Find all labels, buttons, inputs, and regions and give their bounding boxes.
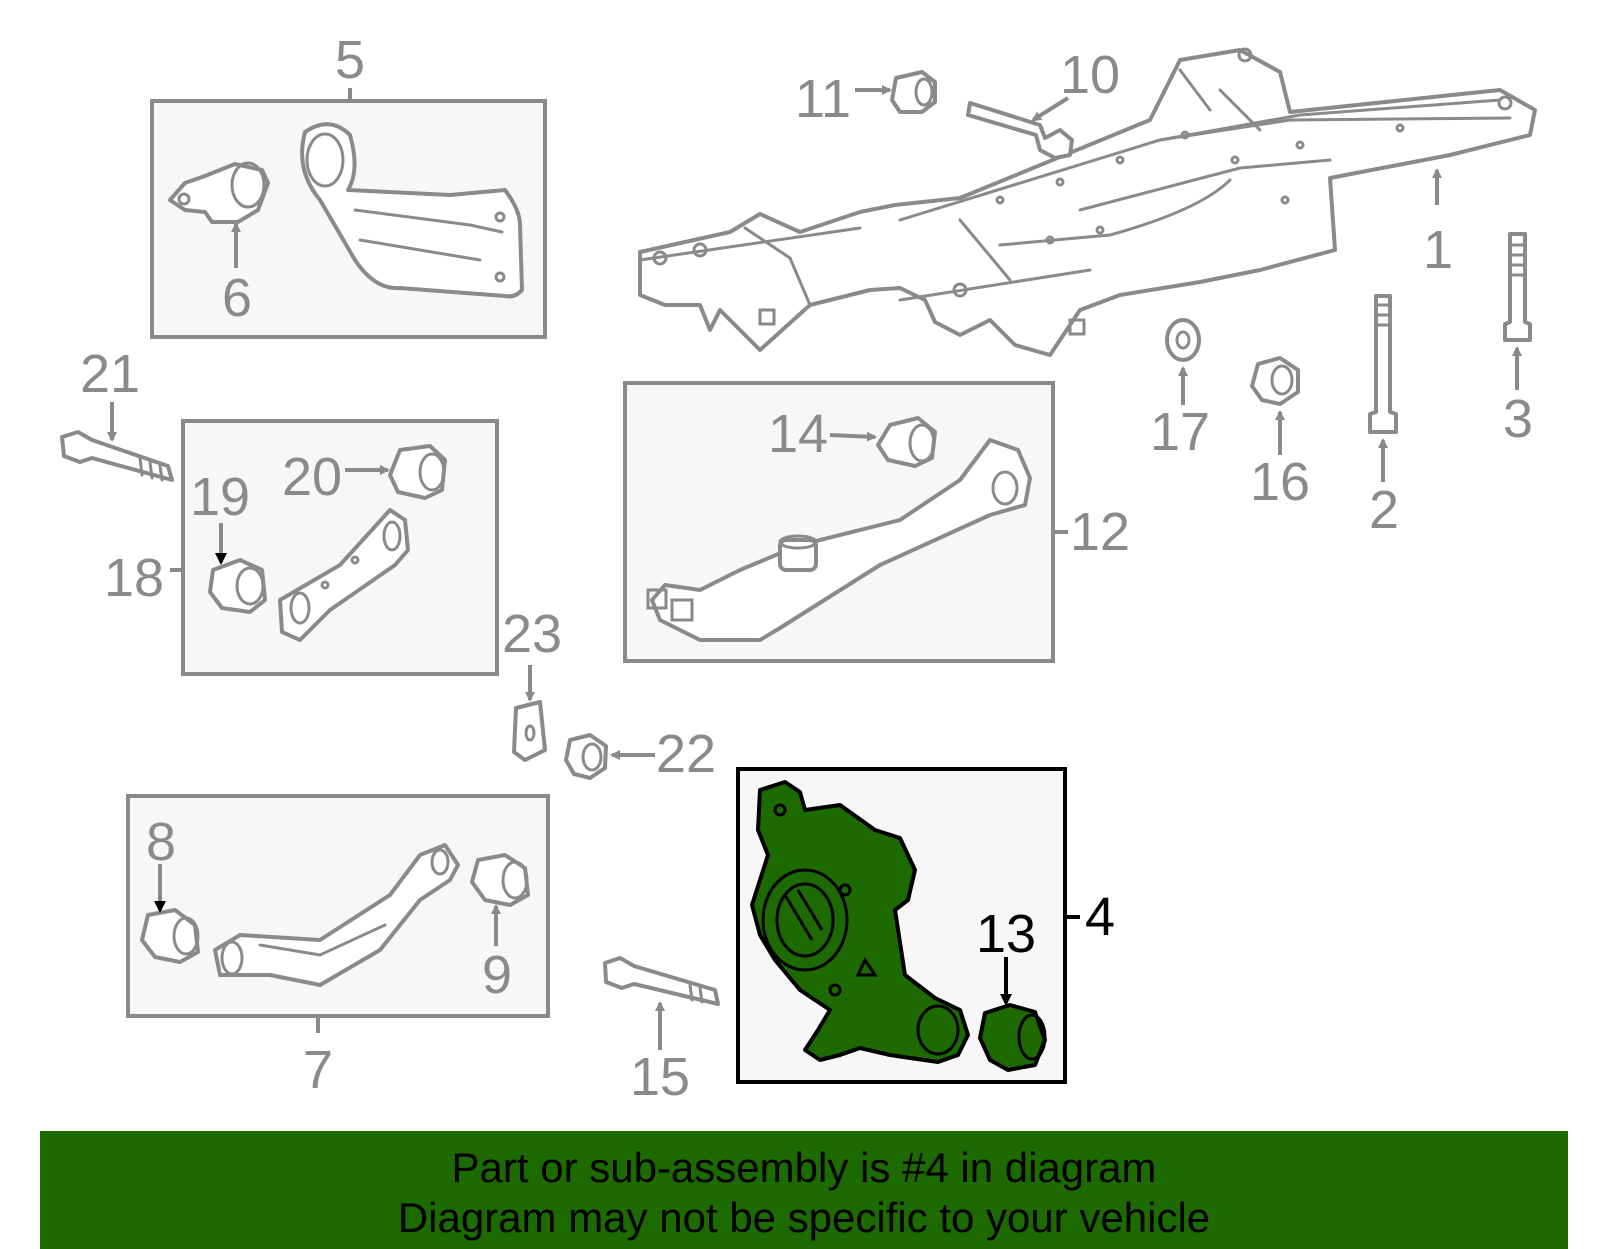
callout-11[interactable]: 11 [795, 69, 851, 129]
callout-6[interactable]: 6 [222, 268, 252, 328]
bushing-9[interactable] [470, 853, 530, 907]
callout-2[interactable]: 2 [1369, 480, 1399, 540]
bushing-19[interactable] [208, 558, 267, 614]
banner-line-part: Part or sub-assembly is #4 in diagram [451, 1144, 1157, 1191]
callout-16[interactable]: 16 [1250, 452, 1310, 512]
callout-8[interactable]: 8 [146, 812, 176, 872]
callout-14[interactable]: 14 [768, 404, 828, 464]
callout-7[interactable]: 7 [303, 1040, 333, 1100]
bolt-15[interactable] [603, 956, 720, 1006]
plate-23[interactable] [512, 700, 547, 762]
nut-22[interactable] [564, 733, 608, 780]
callout-20[interactable]: 20 [282, 447, 342, 507]
link-18[interactable] [278, 508, 410, 642]
bolt-2[interactable] [1368, 294, 1398, 434]
callout-13[interactable]: 13 [976, 904, 1036, 964]
callout-9[interactable]: 9 [482, 945, 512, 1005]
bushing-13[interactable] [978, 1003, 1047, 1072]
callout-3[interactable]: 3 [1503, 389, 1533, 449]
callout-1[interactable]: 1 [1423, 220, 1453, 280]
callout-18[interactable]: 18 [104, 548, 164, 608]
subframe-1[interactable] [638, 47, 1537, 357]
knuckle-4[interactable] [750, 780, 970, 1064]
callout-12[interactable]: 12 [1070, 502, 1130, 562]
bolt-10[interactable] [966, 101, 1074, 160]
bolt-3[interactable] [1503, 232, 1532, 342]
control-arm-5[interactable] [300, 122, 524, 299]
link-7[interactable] [213, 843, 460, 987]
banner-line-disclaimer: Diagram may not be specific to your vehi… [397, 1194, 1211, 1241]
callout-19[interactable]: 19 [190, 467, 250, 527]
callout-17[interactable]: 17 [1150, 402, 1210, 462]
bushing-14[interactable] [876, 416, 937, 468]
info-banner: Part or sub-assembly is #4 in diagram Di… [40, 1131, 1568, 1249]
lower-arm-12[interactable] [646, 438, 1032, 642]
bolt-21[interactable] [60, 430, 174, 482]
callout-10[interactable]: 10 [1060, 45, 1120, 105]
box-part-7 [126, 794, 550, 1033]
nut-16[interactable] [1250, 356, 1300, 406]
bushing-20[interactable] [388, 444, 447, 500]
bushing-8[interactable] [140, 908, 200, 964]
bushing-6[interactable] [168, 161, 270, 224]
callout-4[interactable]: 4 [1085, 887, 1115, 947]
callout-5[interactable]: 5 [335, 30, 365, 90]
callout-21[interactable]: 21 [80, 344, 140, 404]
washer-17[interactable] [1165, 318, 1201, 362]
callout-15[interactable]: 15 [630, 1047, 690, 1107]
nut-11[interactable] [890, 70, 937, 114]
callout-23[interactable]: 23 [502, 604, 562, 664]
callout-22[interactable]: 22 [656, 724, 716, 784]
